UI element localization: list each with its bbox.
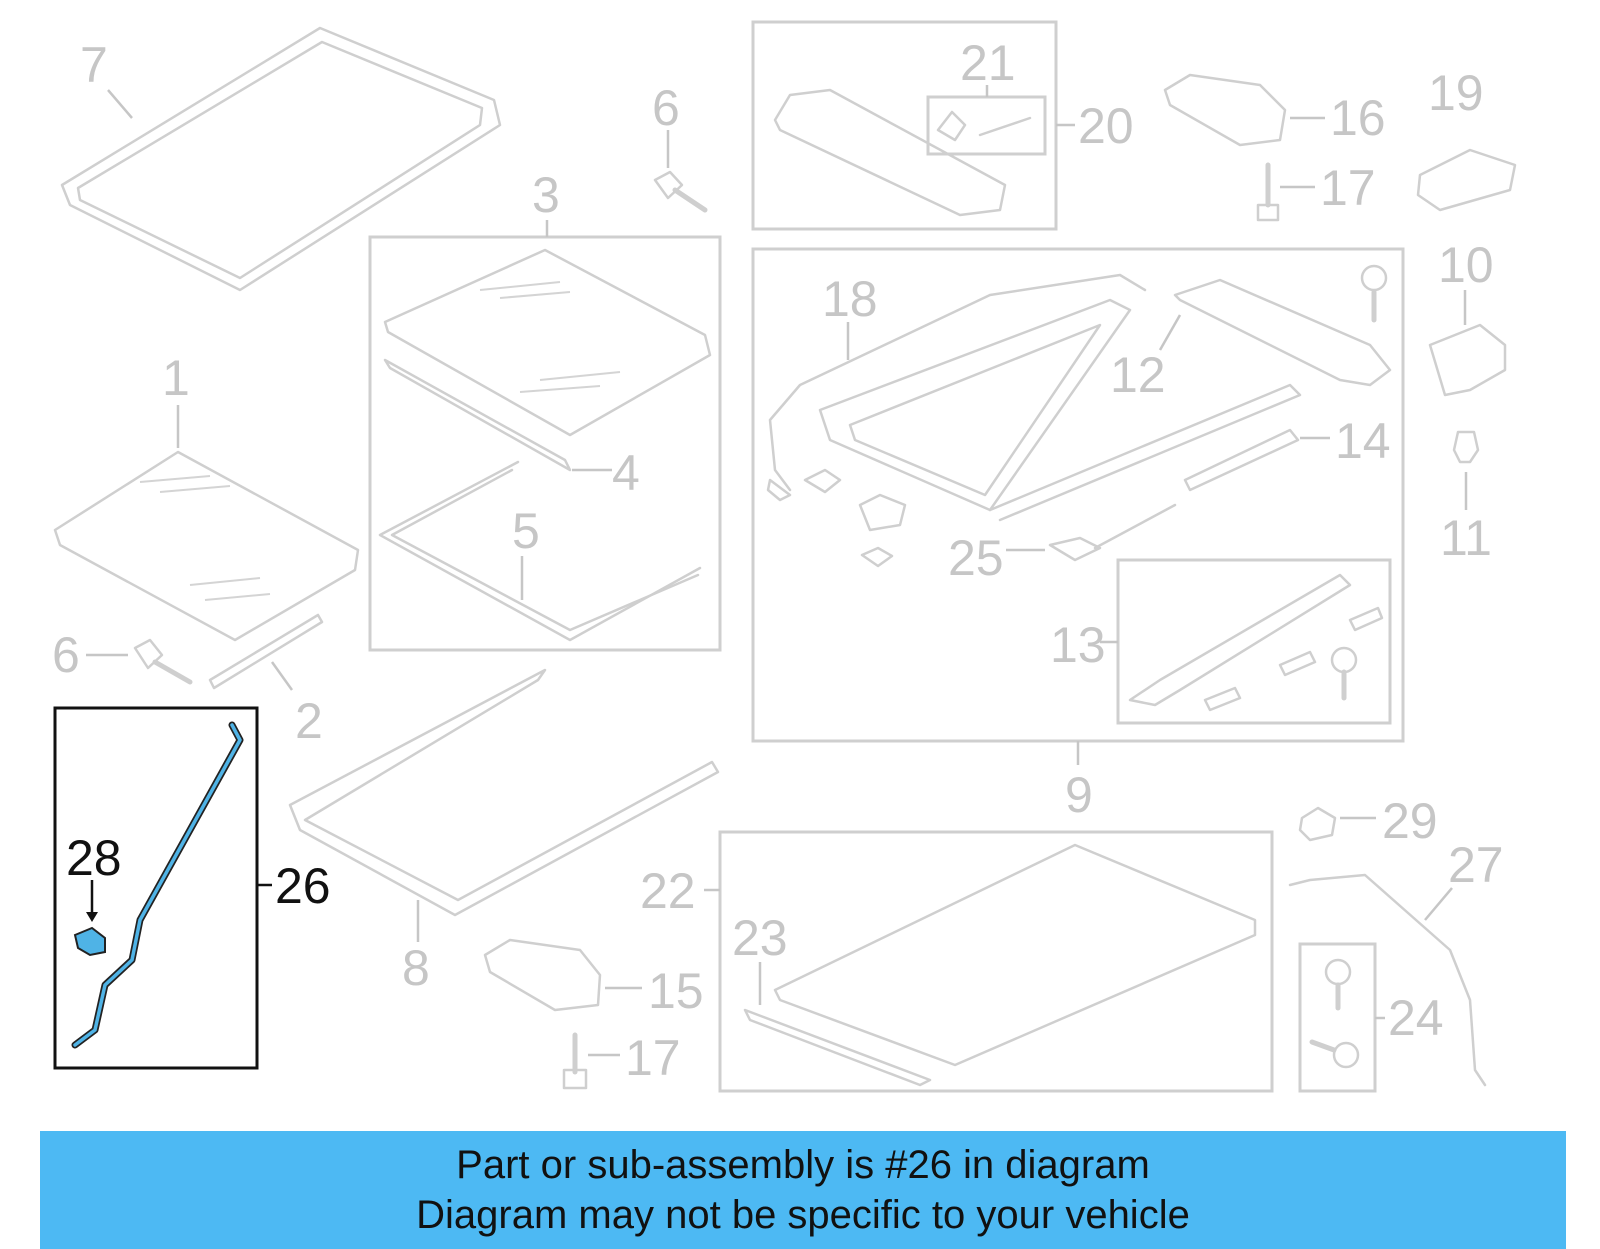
banner-line-1: Part or sub-assembly is #26 in diagram (456, 1143, 1150, 1187)
callout-11: 11 (1440, 510, 1492, 566)
callout-17-lower: 17 (625, 1030, 681, 1086)
part-27-drain-hose (1288, 873, 1487, 1087)
callout-7: 7 (80, 37, 108, 93)
part-21-hardware (936, 110, 1032, 142)
part-7-glass-frame (60, 26, 502, 292)
callout-16: 16 (1330, 90, 1386, 146)
callout-22: 22 (640, 863, 696, 919)
part-10-bracket (1428, 323, 1507, 397)
callout-14: 14 (1335, 413, 1391, 469)
part-19-switch (1416, 148, 1517, 212)
callout-10: 10 (1438, 237, 1494, 293)
callout-15: 15 (648, 963, 704, 1019)
part-13-mechanism (1128, 573, 1384, 712)
part-3-glass-panel (383, 248, 712, 437)
callout-17-top: 17 (1320, 160, 1376, 216)
callout-5: 5 (512, 503, 540, 559)
callout-12: 12 (1110, 347, 1166, 403)
callout-9: 9 (1065, 767, 1093, 823)
arrow-28 (86, 912, 98, 922)
part-26-drain-hose[interactable] (71, 721, 244, 1049)
part-5-seal (378, 460, 702, 642)
part-16-motor (1163, 73, 1287, 147)
banner-line-2: Diagram may not be specific to your vehi… (416, 1193, 1190, 1237)
part-6-bolt-top (653, 170, 708, 213)
callout-29: 29 (1382, 793, 1438, 849)
leader-12 (1158, 314, 1182, 351)
callout-27: 27 (1448, 837, 1504, 893)
box-22 (718, 830, 1274, 1093)
part-6-bolt-lower (133, 638, 193, 685)
callout-4: 4 (612, 445, 640, 501)
callout-26: 26 (275, 858, 331, 914)
callout-28: 28 (66, 830, 122, 886)
callout-6-top: 6 (652, 80, 680, 136)
callout-1: 1 (162, 350, 190, 406)
part-29-clip (1298, 806, 1337, 842)
leader-27 (1424, 887, 1453, 921)
part-4-seal (383, 358, 572, 472)
box-3 (368, 235, 722, 652)
part-small-clips-9 (858, 493, 907, 568)
callout-20: 20 (1078, 98, 1134, 154)
part-screw-12 (1360, 264, 1388, 323)
callout-21: 21 (960, 35, 1016, 91)
part-12-bracket (1173, 278, 1392, 387)
info-banner: Part or sub-assembly is #26 in diagram D… (40, 1131, 1566, 1249)
part-18-harness (766, 273, 1147, 502)
part-20-deflector (773, 88, 1007, 217)
callout-24: 24 (1388, 990, 1444, 1046)
box-24 (1298, 942, 1377, 1093)
callout-23: 23 (732, 910, 788, 966)
callout-19: 19 (1428, 65, 1484, 121)
callout-8: 8 (402, 940, 430, 996)
callout-6-lower: 6 (52, 627, 80, 683)
callout-25: 25 (948, 530, 1004, 586)
part-15-motor (483, 938, 602, 1012)
part-8-seal-frame (288, 668, 720, 917)
part-24-screws (1309, 958, 1360, 1069)
callout-2: 2 (295, 693, 323, 749)
part-1-glass-panel (53, 450, 360, 642)
callout-18: 18 (822, 271, 878, 327)
leader-2 (270, 661, 294, 691)
part-11-clip (1452, 430, 1480, 464)
box-26-highlight (53, 706, 259, 1070)
callout-13: 13 (1050, 617, 1106, 673)
part-22-shade (773, 843, 1257, 1067)
part-25-cable (1048, 503, 1177, 562)
part-2-strip (208, 613, 324, 690)
part-9-frame (818, 298, 1302, 522)
part-28-clip[interactable] (73, 926, 106, 957)
callout-3: 3 (532, 167, 560, 223)
box-21 (926, 95, 1047, 156)
leader-7 (107, 89, 133, 119)
part-23-strip (743, 1008, 932, 1087)
part-14-guide (1183, 428, 1300, 492)
part-17-bolt-lower (562, 1032, 588, 1090)
part-17-bolt-top (1256, 162, 1280, 222)
